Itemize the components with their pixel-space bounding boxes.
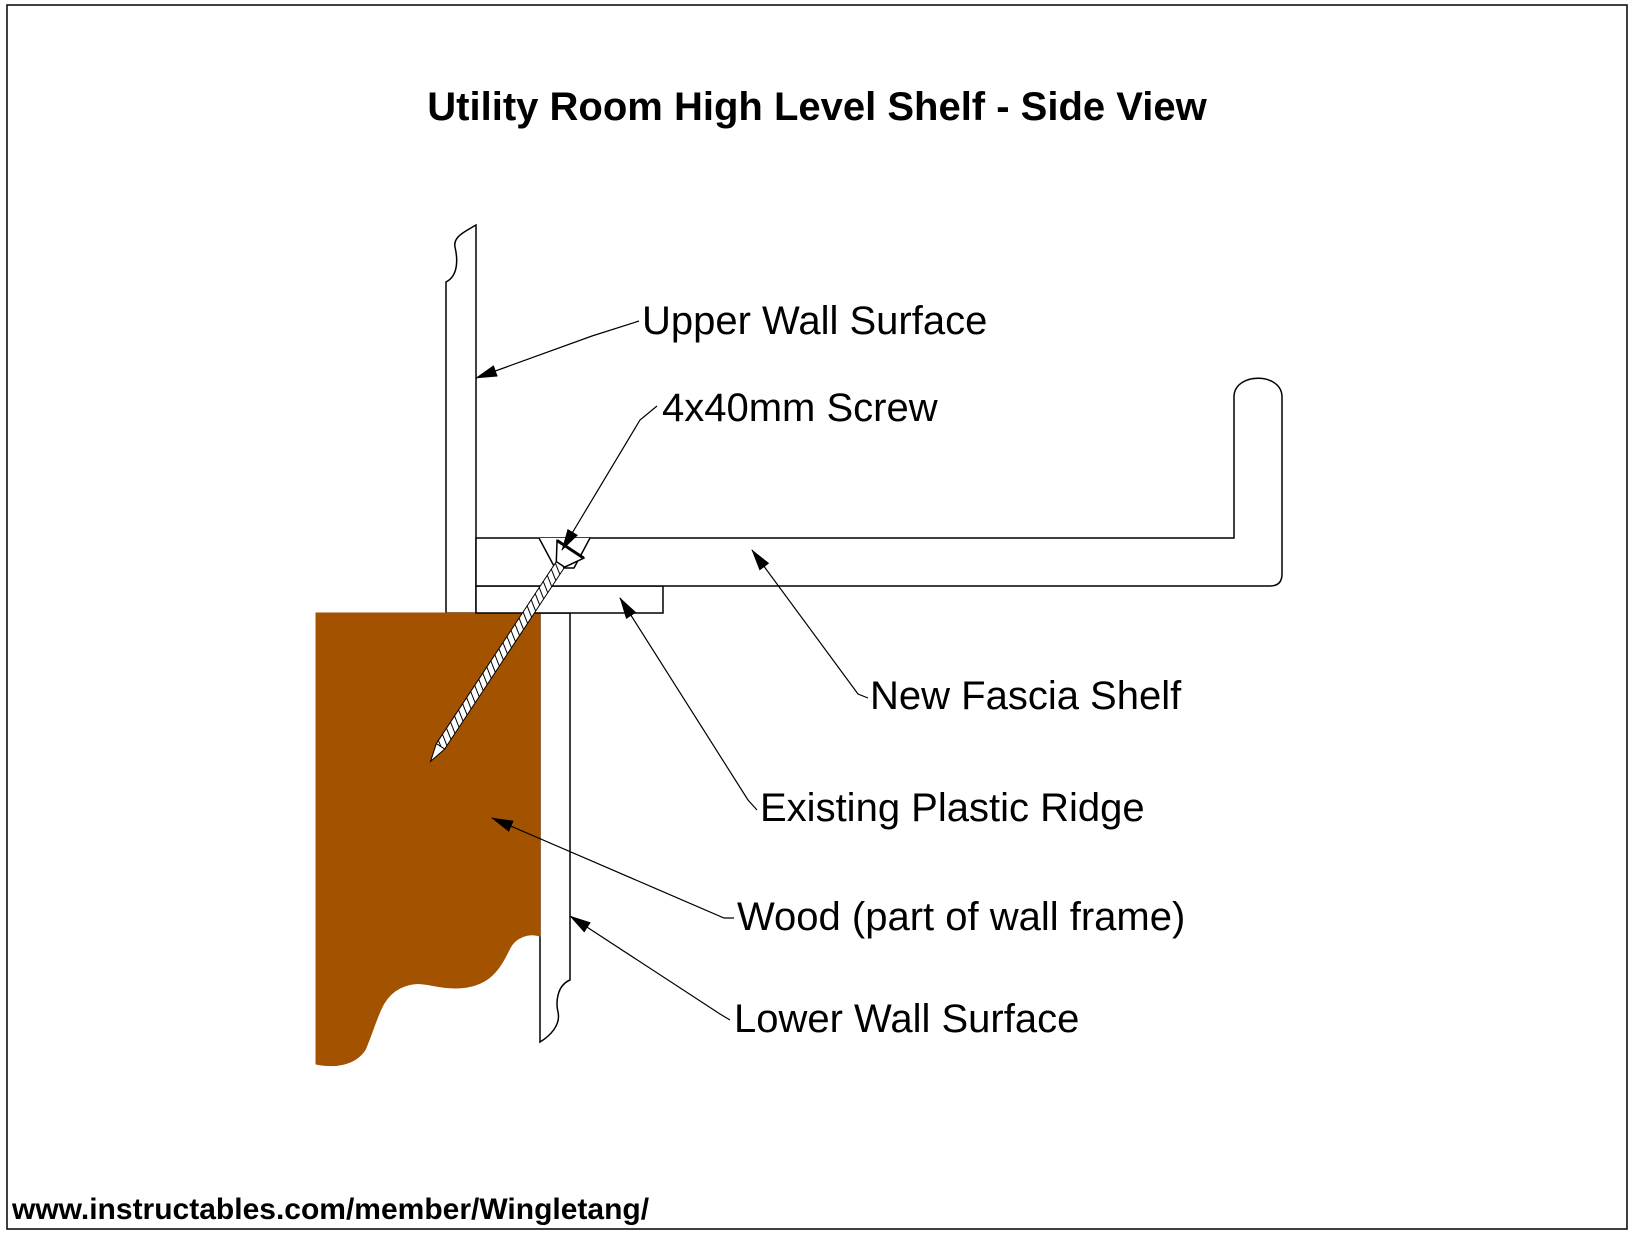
diagram-title: Utility Room High Level Shelf - Side Vie… [427,85,1207,129]
lower-wall-surface [539,612,571,1044]
label-lower-wall-surface: Lower Wall Surface [734,997,1079,1041]
leader-plastic-ridge [619,597,758,811]
leader-wood [491,817,734,919]
wood-wall-frame [315,612,541,1067]
leader-lower-wall [569,915,731,1021]
upper-wall-surface [445,223,477,614]
label-upper-wall-surface: Upper Wall Surface [642,299,987,343]
leader-upper-wall [475,320,640,379]
label-wood: Wood (part of wall frame) [737,895,1185,939]
leader-lines [475,320,869,1021]
label-new-fascia-shelf: New Fascia Shelf [870,674,1182,718]
footer-url: www.instructables.com/member/Wingletang/ [11,1193,650,1226]
screw-tip [429,742,446,763]
diagram-border [6,4,1628,1230]
label-screw: 4x40mm Screw [662,386,938,430]
leader-fascia-shelf [751,549,869,699]
label-existing-plastic-ridge: Existing Plastic Ridge [760,786,1145,830]
existing-plastic-ridge [475,585,664,614]
screw [429,539,586,763]
leader-screw [561,405,658,551]
